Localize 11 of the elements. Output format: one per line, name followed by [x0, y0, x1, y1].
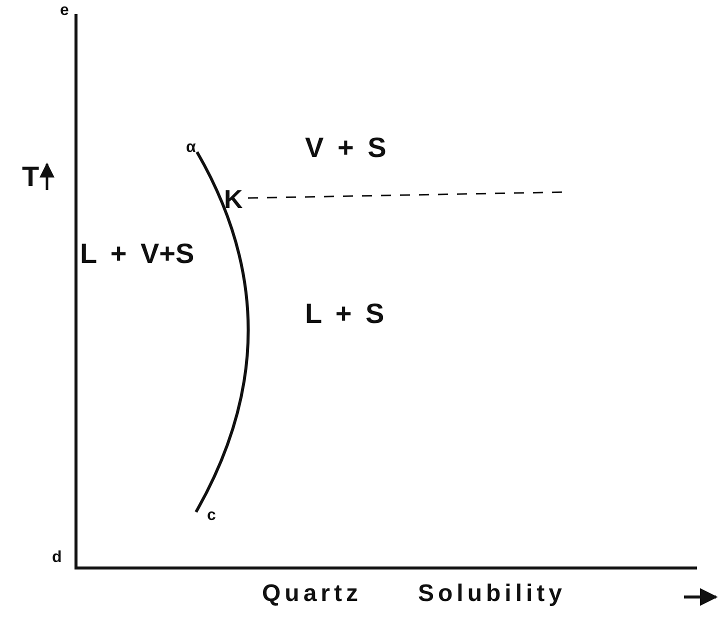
point-label: K	[224, 186, 243, 212]
axis-title: Quartz	[262, 582, 362, 606]
axis-label: e	[60, 3, 69, 19]
point-label: α	[186, 140, 196, 156]
phase-region-label: V + S	[305, 134, 386, 162]
axis-label: d	[52, 550, 62, 566]
phase-region-label: L + S	[305, 300, 384, 328]
axis-label: T	[22, 163, 40, 191]
axis-title: Solubility	[418, 582, 566, 606]
phase-region-label: L + V+S	[80, 240, 194, 268]
point-label: c	[207, 508, 216, 524]
